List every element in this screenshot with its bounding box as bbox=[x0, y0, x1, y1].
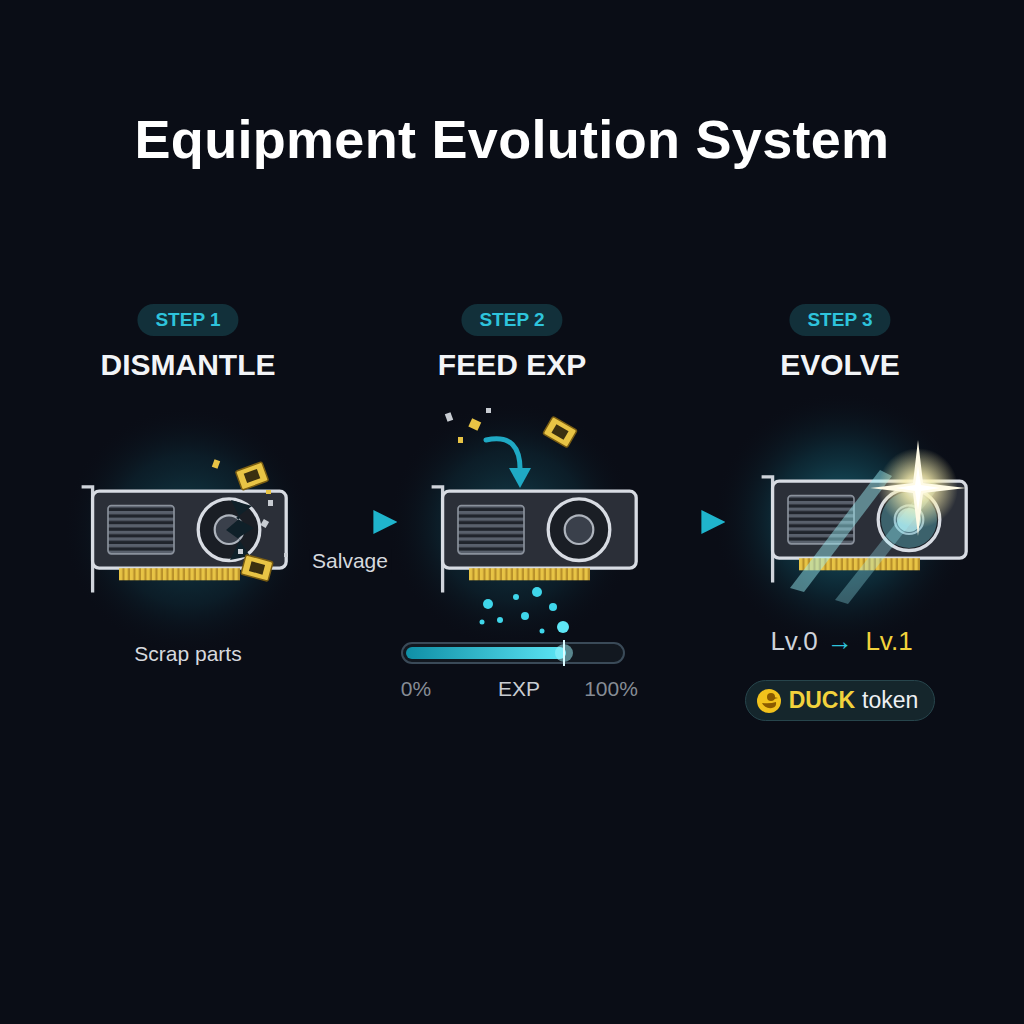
level-arrow: → bbox=[827, 626, 853, 657]
edge-label: Salvage bbox=[309, 549, 391, 573]
level-from: Lv.0 bbox=[770, 626, 817, 657]
step-heading: DISMANTLE bbox=[73, 348, 303, 382]
flow-arrow bbox=[305, 519, 395, 525]
diagram-title: Equipment Evolution System bbox=[0, 108, 1024, 170]
exp-max: 100% bbox=[584, 677, 638, 701]
token-word: token bbox=[862, 687, 918, 714]
exp-min: 0% bbox=[401, 677, 431, 701]
step-badge: STEP 1 bbox=[137, 304, 238, 336]
step-panel: STEP 3 EVOLVE DUCK token bbox=[725, 300, 955, 730]
step-heading: FEED EXP bbox=[397, 348, 627, 382]
token-badge: DUCK token bbox=[745, 680, 936, 721]
step-badge: STEP 3 bbox=[789, 304, 890, 336]
step-badge: STEP 2 bbox=[461, 304, 562, 336]
step-panel: STEP 1 DISMANTLE Scrap parts bbox=[73, 300, 303, 680]
step-caption: Scrap parts bbox=[73, 642, 303, 666]
step-panel: STEP 2 FEED EXP bbox=[397, 300, 627, 680]
flow-arrow bbox=[629, 519, 723, 525]
duck-icon bbox=[756, 688, 782, 714]
step-heading: EVOLVE bbox=[725, 348, 955, 382]
exp-caption: EXP bbox=[498, 677, 540, 701]
level-to: Lv.1 bbox=[865, 626, 912, 657]
token-name: DUCK bbox=[789, 687, 855, 714]
